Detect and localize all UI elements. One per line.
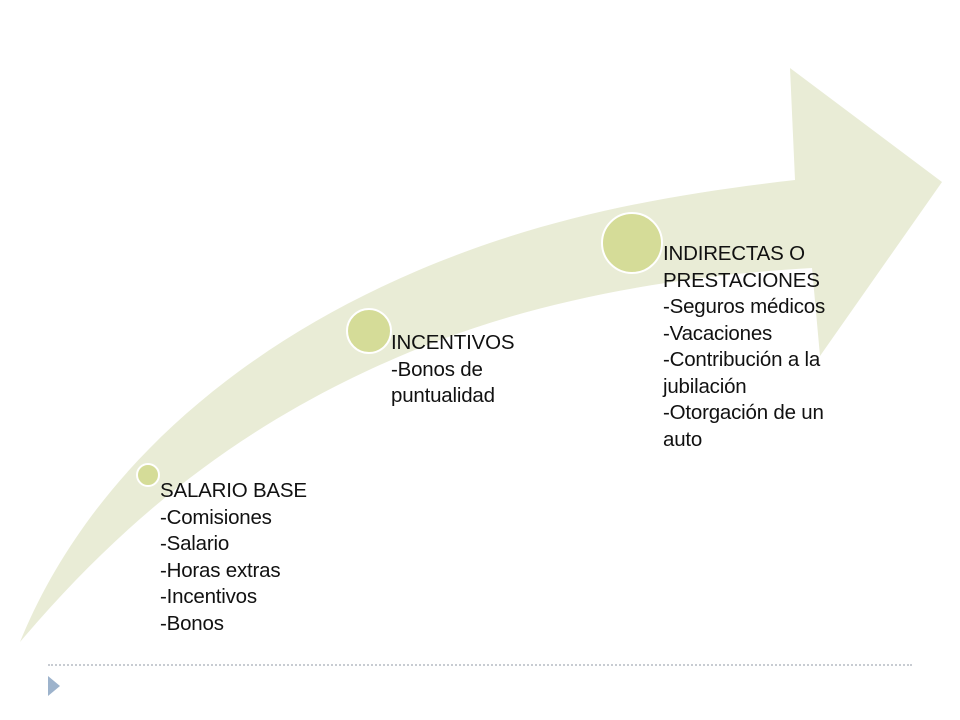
stage-indirectas-prestaciones: INDIRECTAS O PRESTACIONES -Seguros médic…	[663, 241, 825, 453]
stage-2-item: -Bonos de	[391, 357, 483, 381]
stage-3-title-line: INDIRECTAS O	[663, 242, 805, 265]
stage-3-item: auto	[663, 427, 703, 451]
arrow-body	[20, 68, 942, 642]
stage-3-item: -Seguros médicos	[663, 295, 826, 318]
stage-salario-base: SALARIO BASE -Comisiones -Salario -Horas…	[160, 478, 307, 637]
stage-1-dot-icon	[136, 463, 160, 487]
stage-3-title-line: PRESTACIONES	[663, 268, 820, 292]
stage-1-item: -Incentivos	[160, 585, 257, 608]
stage-1-item: -Horas extras	[160, 558, 281, 582]
stage-2-title: INCENTIVOS	[391, 331, 515, 354]
stage-1-title: SALARIO BASE	[160, 479, 307, 502]
footer-divider	[48, 664, 912, 666]
stage-3-dot-icon	[601, 212, 663, 274]
triangle-right-icon	[48, 676, 60, 696]
stage-2-dot-icon	[346, 308, 392, 354]
stage-1-item: -Comisiones	[160, 505, 272, 529]
stage-3-item: -Contribución a la	[663, 348, 821, 371]
stage-3-item: -Vacaciones	[663, 321, 773, 345]
stage-incentivos: INCENTIVOS -Bonos de puntualidad	[391, 330, 514, 410]
stage-2-item: puntualidad	[391, 384, 495, 407]
stage-1-item: -Salario	[160, 532, 230, 555]
stage-3-item: -Otorgación de un	[663, 401, 824, 424]
stage-3-item: jubilación	[663, 374, 747, 398]
stage-1-item: -Bonos	[160, 611, 224, 635]
